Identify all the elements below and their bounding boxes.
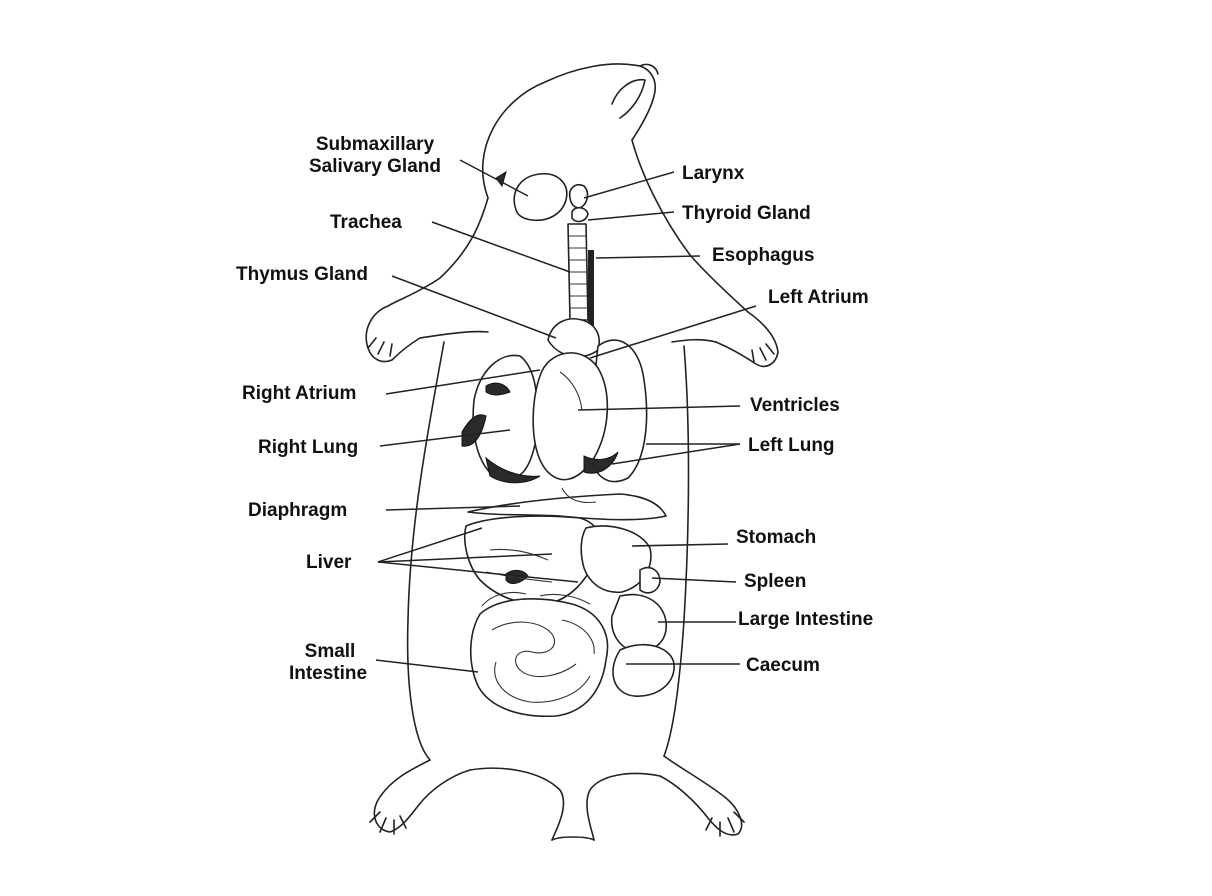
- label-ventricles: Ventricles: [750, 395, 840, 416]
- stomach-shape: [580, 525, 652, 593]
- large-intestine-shape: [610, 593, 667, 653]
- caecum-shape: [612, 643, 675, 697]
- label-right-lung: Right Lung: [258, 437, 358, 458]
- larynx-shape: [568, 183, 589, 209]
- leader-right-lung: [379, 429, 511, 447]
- label-thyroid-gland: Thyroid Gland: [682, 203, 811, 224]
- label-caecum: Caecum: [746, 655, 820, 676]
- leader-liver-3: [377, 561, 579, 583]
- leader-diaphragm: [385, 505, 521, 511]
- label-submaxillary-line2: Salivary Gland: [309, 156, 441, 177]
- label-small-intestine-line1: Small: [305, 641, 356, 662]
- labels: Submaxillary Salivary Gland Trachea Thym…: [236, 134, 873, 684]
- thyroid-shape: [571, 206, 589, 223]
- label-right-atrium: Right Atrium: [242, 383, 356, 404]
- label-stomach: Stomach: [736, 527, 816, 548]
- liver-shape: [464, 515, 601, 606]
- esophagus-shape: [588, 250, 594, 330]
- leader-submaxillary: [459, 159, 529, 197]
- rat-body-outline: [365, 63, 779, 841]
- label-trachea: Trachea: [330, 212, 402, 233]
- leader-spleen: [651, 577, 737, 583]
- leader-liver-2: [377, 553, 553, 563]
- leader-lines: [375, 159, 757, 673]
- leader-liver-1: [377, 527, 483, 563]
- label-larynx: Larynx: [682, 163, 745, 184]
- label-left-atrium: Left Atrium: [768, 287, 869, 308]
- label-left-lung: Left Lung: [748, 435, 835, 456]
- leader-trachea: [431, 221, 571, 273]
- label-esophagus: Esophagus: [712, 245, 814, 266]
- label-liver: Liver: [306, 552, 352, 573]
- label-small-intestine-line2: Intestine: [289, 663, 367, 684]
- organs: [461, 170, 675, 718]
- label-submaxillary-line1: Submaxillary: [316, 134, 435, 155]
- leader-stomach: [631, 543, 729, 547]
- leader-thyroid: [587, 211, 675, 221]
- leader-ventricles: [577, 405, 741, 411]
- label-spleen: Spleen: [744, 571, 806, 592]
- label-diaphragm: Diaphragm: [248, 500, 347, 521]
- submaxillary-gland-shape: [513, 173, 568, 222]
- leader-small-intestine: [375, 659, 479, 673]
- leader-larynx: [583, 171, 675, 199]
- label-thymus-gland: Thymus Gland: [236, 264, 368, 285]
- diaphragm-shape: [467, 493, 667, 521]
- small-intestine-shape: [469, 598, 609, 718]
- heart-ventricles-shape: [532, 352, 609, 481]
- leader-left-atrium: [589, 305, 757, 359]
- leader-thymus: [391, 275, 557, 339]
- label-large-intestine: Large Intestine: [738, 609, 873, 630]
- leader-left-lung-2: [611, 443, 741, 465]
- leader-right-atrium: [385, 369, 541, 395]
- leader-esophagus: [595, 255, 701, 259]
- spleen-shape: [639, 566, 661, 594]
